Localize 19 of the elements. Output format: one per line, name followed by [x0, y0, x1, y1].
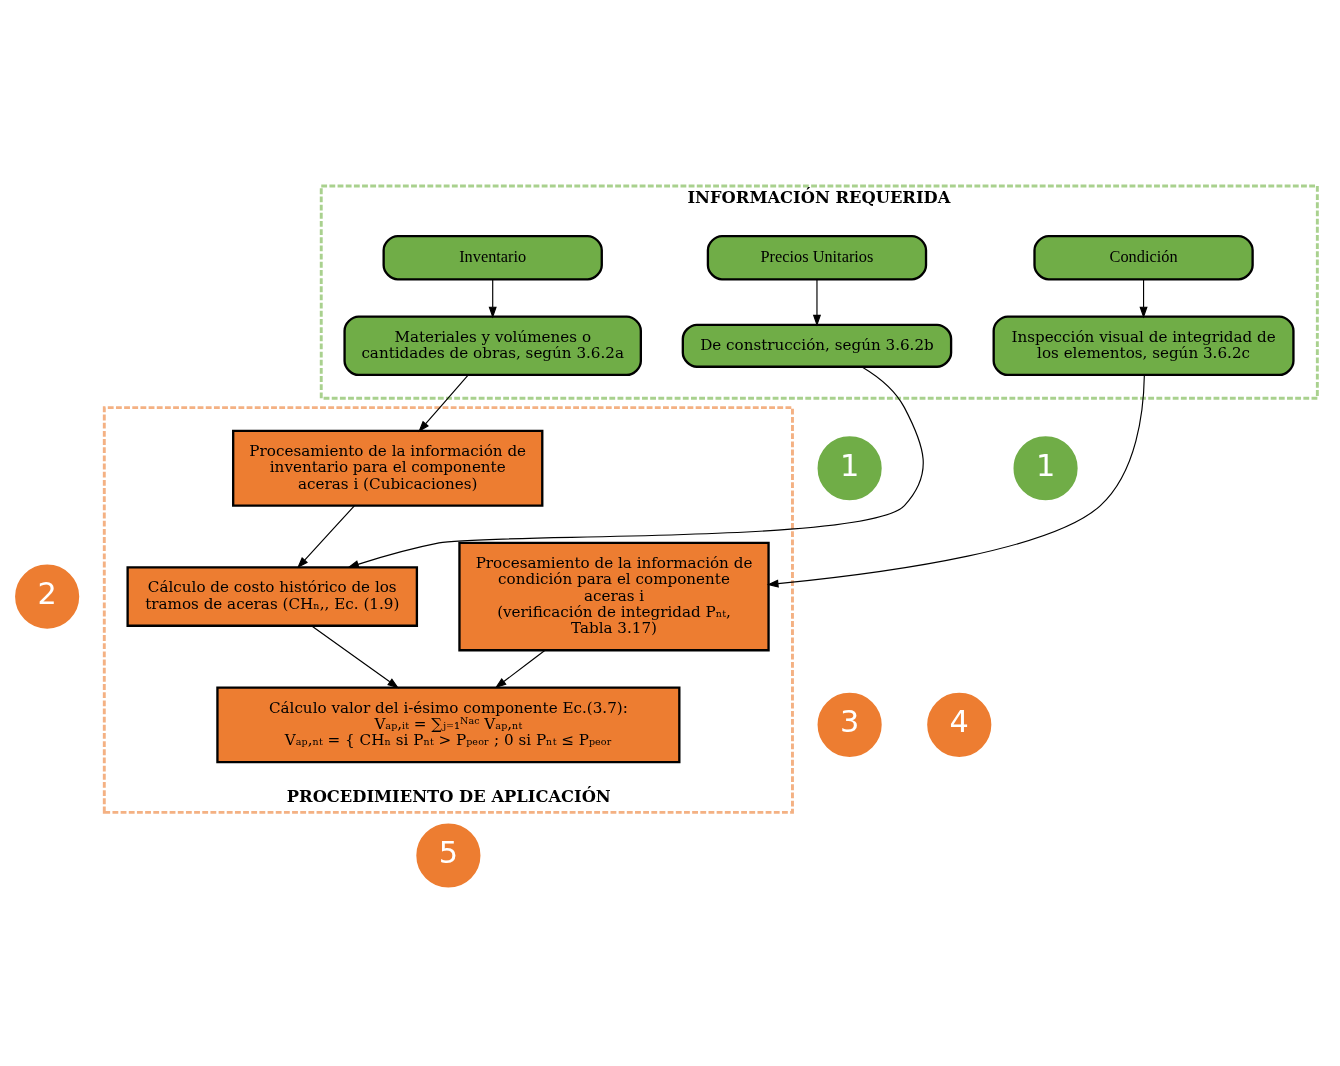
node-box: Inventario — [382, 235, 603, 281]
arrow — [297, 505, 355, 569]
node-box: Precios Unitarios — [706, 235, 928, 281]
node-box: Materiales y volúmenes o cantidades de obras, según 3.6.2a — [343, 315, 642, 377]
arrow — [766, 374, 1145, 588]
node-box: Procesamiento de la información de condición para el componente aceras i (verificación de integridad Pₙₜ, Tabla 3.17) — [458, 541, 770, 652]
arrow — [418, 374, 469, 433]
arrow — [1139, 279, 1148, 319]
node-box: Cálculo valor del i-ésimo componente Ec.(3.7): Vₐₚ,ᵢₜ = ∑ⱼ₌₁ᴺᵃᶜ Vₐₚ,ₙₜ Vₐₚ,ₙₜ = { CHₙ si Pₙₜ > Pₚₑₒᵣ ; 0 si Pₙₜ ≤ Pₚₑₒᵣ — [216, 686, 681, 764]
node-box: Procesamiento de la información de inventario para el componente aceras i (Cubicaciones) — [232, 429, 544, 507]
arrow — [488, 279, 497, 319]
arrow — [812, 279, 822, 327]
node-box: De construcción, según 3.6.2b — [681, 323, 953, 368]
arrow — [494, 649, 546, 689]
node-box: Condición — [1033, 235, 1254, 281]
arrow — [347, 366, 924, 569]
node-box: Cálculo de costo histórico de los tramos de aceras (CHₙ,, Ec. (1.9) — [126, 566, 419, 627]
arrow — [311, 625, 400, 689]
node-box: Inspección visual de integridad de los elementos, según 3.6.2c — [992, 315, 1295, 377]
